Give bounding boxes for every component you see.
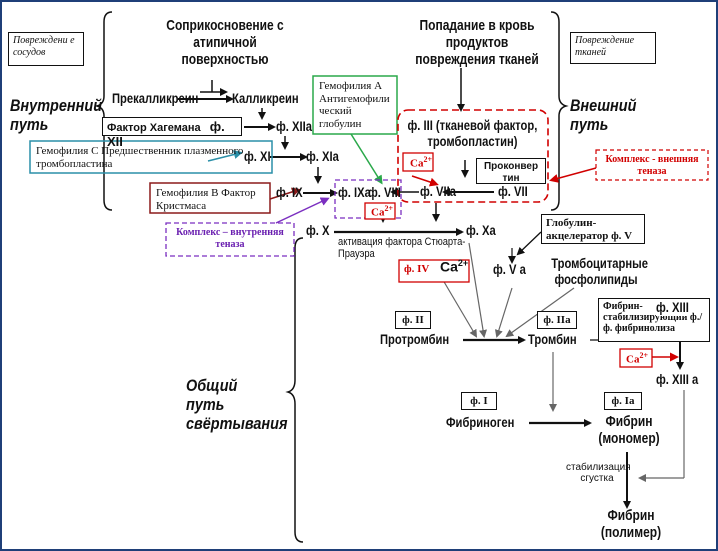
ca-extrinsic-symbol: Ca	[410, 157, 424, 170]
intrinsic-path-heading: Внутренний путь	[10, 96, 103, 135]
hemophilia-b-box: Гемофилия В Фактор Кристмаса	[156, 187, 256, 212]
f5a-label: ф. V a	[493, 261, 526, 277]
f7-label: ф. VII	[498, 183, 528, 199]
ca-extrinsic-frame	[402, 152, 434, 172]
ca-extrinsic: Ca2+	[410, 155, 432, 170]
f7a-label: ф. VIIa	[420, 183, 456, 199]
f12a-label: ф. XIIa	[276, 118, 312, 134]
f10-label: ф. X	[306, 222, 330, 238]
intrinsic-brace	[94, 11, 113, 211]
kallikrein-label: Калликреин	[232, 90, 299, 106]
tissue-products-heading: Попадание в кровь продуктов повреждения …	[415, 17, 539, 68]
tissue-damage-text: Повреждение тканей	[575, 35, 635, 58]
ca-f13-frame	[619, 348, 653, 368]
vessel-damage-text: Повреждени е сосудов	[13, 35, 75, 58]
ca-f4-symbol: Ca	[440, 258, 458, 275]
f11a-label: ф. XIa	[306, 148, 339, 164]
thrombin-label: Тромбин	[528, 331, 577, 347]
ca-f4: Ca2+	[440, 258, 468, 275]
ca-tenase-frame	[364, 202, 396, 220]
extrinsic-tenase-box: Комплекс - внешняя теназа	[605, 154, 699, 177]
f1a-box: ф. Ia	[604, 392, 642, 410]
stabilization-label: стабилизация сгустка	[566, 462, 631, 485]
f4-frame	[398, 259, 470, 283]
ca-f13: Ca2+	[626, 351, 648, 366]
f13-label: ф. XIII	[656, 299, 689, 316]
platelet-phospholipids-label: Тромбоцитарные фосфолипиды	[551, 255, 648, 287]
f9-label: ф. IX	[276, 184, 303, 200]
f4-box: ф. IV	[404, 263, 429, 275]
f10-activation-label: активация фактора Стюарта-Прауэра	[338, 236, 466, 261]
proconvertin-box: Проконвер тин	[476, 158, 546, 184]
intrinsic-tenase-box: Комплекс – внутренняя теназа	[176, 227, 284, 250]
ca-f13-symbol: Ca	[626, 353, 640, 366]
ca-f13-charge: 2+	[639, 351, 649, 360]
ca-extrinsic-charge: 2+	[423, 155, 433, 164]
fibrin-stabilizing-text: Фибрин- стабилизирующий ф./ ф. фибриноли…	[603, 301, 703, 334]
f12-label: ф. XII	[107, 119, 225, 149]
extrinsic-brace	[550, 11, 569, 211]
f11-label: ф. XI	[244, 148, 271, 164]
fibrin-stabilizing-box: Фибрин- стабилизирующий ф./ ф. фибриноли…	[598, 298, 710, 342]
tissue-damage-note: Повреждение тканей	[570, 32, 656, 64]
hemophilia-a-frame	[312, 75, 398, 135]
globulin-accelerator-box: Глобулин- акцелератор ф. V	[541, 214, 645, 244]
vessel-damage-note: Повреждени е сосудов	[8, 32, 84, 66]
fibrin-monomer-label: Фибрин (мономер)	[598, 413, 660, 447]
f3-label: ф. III (тканевой фактор, тромбопластин)	[407, 117, 538, 149]
f2a-box: ф. IIa	[537, 311, 577, 329]
extrinsic-tenase-frame	[595, 149, 709, 181]
f1-box: ф. I	[461, 392, 497, 410]
ca-f4-charge: 2+	[457, 258, 469, 268]
hageman-text: Фактор Хагемана	[107, 122, 201, 134]
common-path-heading: Общий путь свёртывания	[186, 376, 288, 434]
extrinsic-path-heading: Внешний путь	[570, 96, 637, 135]
hemophilia-c-frame	[29, 140, 273, 174]
prothrombin-label: Протромбин	[380, 331, 450, 347]
hemophilia-c-box: Гемофилия С Предшественник плазменного т…	[36, 145, 244, 170]
common-brace	[285, 237, 304, 543]
prekallikrein-label: Прекалликреин	[112, 90, 199, 106]
f13a-label: ф. XIII a	[656, 371, 699, 387]
hageman-box: Фактор Хагемана ф. XII	[102, 117, 242, 149]
ca-tenase: Ca2+	[371, 204, 393, 219]
f8-label: ф. VIII	[368, 184, 401, 200]
contact-heading: Соприкосновение с атипичной поверхностью	[166, 17, 284, 68]
f9a-label: ф. IXa	[338, 184, 371, 200]
intrinsic-tenase-frame	[165, 222, 295, 257]
ca-tenase-symbol: Ca	[371, 206, 385, 219]
fibrin-polymer-label: Фибрин (полимер)	[600, 507, 662, 541]
ca-tenase-charge: 2+	[384, 204, 394, 213]
f2-box: ф. II	[395, 311, 431, 329]
extrinsic-region-frame	[397, 109, 549, 203]
f4-text: ф. IV	[404, 263, 430, 275]
f10a-label: ф. Xa	[466, 222, 496, 238]
hemophilia-a-box: Гемофилия А Антигемофили ческий глобулин	[319, 80, 390, 130]
fibrinogen-label: Фибриноген	[446, 414, 515, 430]
hemophilia-b-frame	[149, 182, 271, 214]
